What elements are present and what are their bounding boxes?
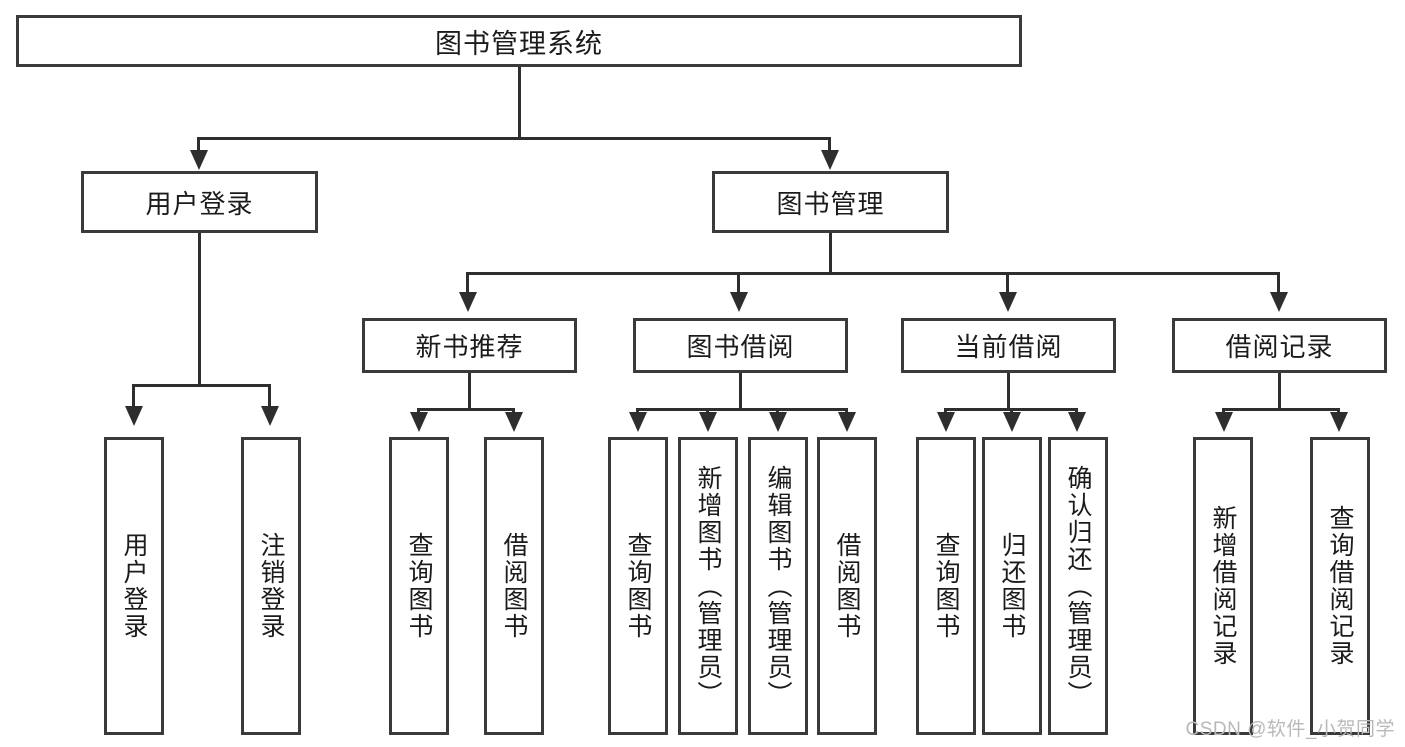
- connector-root-stem: [518, 67, 521, 137]
- connector-current-stem: [1007, 373, 1010, 408]
- arrow-to-leaf-query-book-1: [410, 412, 428, 432]
- node-book-manage[interactable]: 图书管理: [712, 171, 949, 233]
- arrow-to-leaf-add-book: [699, 412, 717, 432]
- leaf-return-book[interactable]: 归还图书: [982, 437, 1042, 735]
- connector-level2-drop-right: [828, 137, 831, 157]
- connector-level3-bar: [466, 272, 1280, 275]
- node-label: 借阅图书: [833, 532, 861, 640]
- leaf-edit-book-admin[interactable]: 编辑图书（管理员）: [748, 437, 808, 735]
- connector-record-bar: [1222, 408, 1340, 411]
- arrow-to-leaf-query-record: [1330, 412, 1348, 432]
- leaf-query-book-current[interactable]: 查询图书: [916, 437, 976, 735]
- node-current-borrow[interactable]: 当前借阅: [901, 318, 1116, 373]
- node-label: 新增图书（管理员）: [694, 464, 722, 708]
- connector-user-login-drop-1: [132, 384, 135, 411]
- node-label: 图书借阅: [686, 332, 795, 362]
- leaf-borrow-book-recommend[interactable]: 借阅图书: [484, 437, 544, 735]
- arrow-to-leaf-confirm-return: [1068, 412, 1086, 432]
- arrow-to-book-borrow: [730, 292, 748, 312]
- node-label: 编辑图书（管理员）: [764, 464, 792, 708]
- arrow-to-leaf-borrow-book-1: [505, 412, 523, 432]
- connector-borrow-stem: [739, 373, 742, 408]
- connector-level3-drop-3: [1006, 272, 1009, 297]
- connector-borrow-bar: [636, 408, 845, 411]
- arrow-to-leaf-edit-book: [769, 412, 787, 432]
- node-user-login[interactable]: 用户登录: [81, 171, 318, 233]
- connector-user-login-drop-2: [268, 384, 271, 411]
- arrow-to-current-borrow: [999, 292, 1017, 312]
- node-label: 借阅记录: [1225, 332, 1334, 362]
- connector-book-manage-stem: [829, 233, 832, 272]
- node-label: 用户登录: [120, 532, 148, 640]
- arrow-to-leaf-logout: [261, 406, 279, 426]
- node-label: 查询借阅记录: [1326, 505, 1354, 667]
- leaf-logout[interactable]: 注销登录: [241, 437, 301, 735]
- connector-level3-drop-2: [737, 272, 740, 297]
- arrow-to-book-manage: [821, 150, 839, 170]
- connector-recommend-bar: [417, 408, 515, 411]
- node-label: 图书管理: [776, 188, 885, 219]
- connector-level3-drop-4: [1277, 272, 1280, 297]
- arrow-to-borrow-record: [1270, 292, 1288, 312]
- node-borrow-record[interactable]: 借阅记录: [1172, 318, 1387, 373]
- arrow-to-leaf-query-book-2: [629, 412, 647, 432]
- node-root-system[interactable]: 图书管理系统: [16, 15, 1022, 67]
- node-label: 确认归还（管理员）: [1064, 464, 1092, 708]
- arrow-to-leaf-borrow-book-2: [838, 412, 856, 432]
- connector-level2-bar: [197, 137, 831, 140]
- leaf-query-book-borrow[interactable]: 查询图书: [608, 437, 668, 735]
- node-label: 查询图书: [405, 532, 433, 640]
- connector-user-login-bar: [132, 384, 271, 387]
- node-label: 归还图书: [998, 532, 1026, 640]
- node-label: 图书管理系统: [435, 28, 603, 59]
- node-label: 用户登录: [145, 188, 254, 219]
- leaf-add-borrow-record[interactable]: 新增借阅记录: [1193, 437, 1253, 735]
- node-label: 当前借阅: [954, 332, 1063, 362]
- node-label: 新增借阅记录: [1209, 505, 1237, 667]
- leaf-borrow-book[interactable]: 借阅图书: [817, 437, 877, 735]
- leaf-user-login[interactable]: 用户登录: [104, 437, 164, 735]
- arrow-to-leaf-return-book: [1003, 412, 1021, 432]
- connector-user-login-stem: [198, 233, 201, 384]
- leaf-add-book-admin[interactable]: 新增图书（管理员）: [678, 437, 738, 735]
- watermark: CSDN @软件_小贺同学: [1185, 719, 1395, 740]
- node-new-book-recommend[interactable]: 新书推荐: [362, 318, 577, 373]
- node-label: 查询图书: [624, 532, 652, 640]
- node-book-borrow[interactable]: 图书借阅: [633, 318, 848, 373]
- node-label: 查询图书: [932, 532, 960, 640]
- connector-level2-drop-left: [197, 137, 200, 157]
- node-label: 借阅图书: [500, 532, 528, 640]
- node-label: 新书推荐: [415, 332, 524, 362]
- connector-level3-drop-1: [466, 272, 469, 297]
- arrow-to-leaf-user-login: [125, 406, 143, 426]
- connector-recommend-stem: [468, 373, 471, 408]
- leaf-query-book-recommend[interactable]: 查询图书: [389, 437, 449, 735]
- arrow-to-user-login: [190, 150, 208, 170]
- arrow-to-leaf-query-book-3: [937, 412, 955, 432]
- leaf-query-borrow-record[interactable]: 查询借阅记录: [1310, 437, 1370, 735]
- connector-record-stem: [1278, 373, 1281, 408]
- leaf-confirm-return-admin[interactable]: 确认归还（管理员）: [1048, 437, 1108, 735]
- arrow-to-new-book-recommend: [459, 292, 477, 312]
- node-label: 注销登录: [257, 532, 285, 640]
- arrow-to-leaf-add-record: [1215, 412, 1233, 432]
